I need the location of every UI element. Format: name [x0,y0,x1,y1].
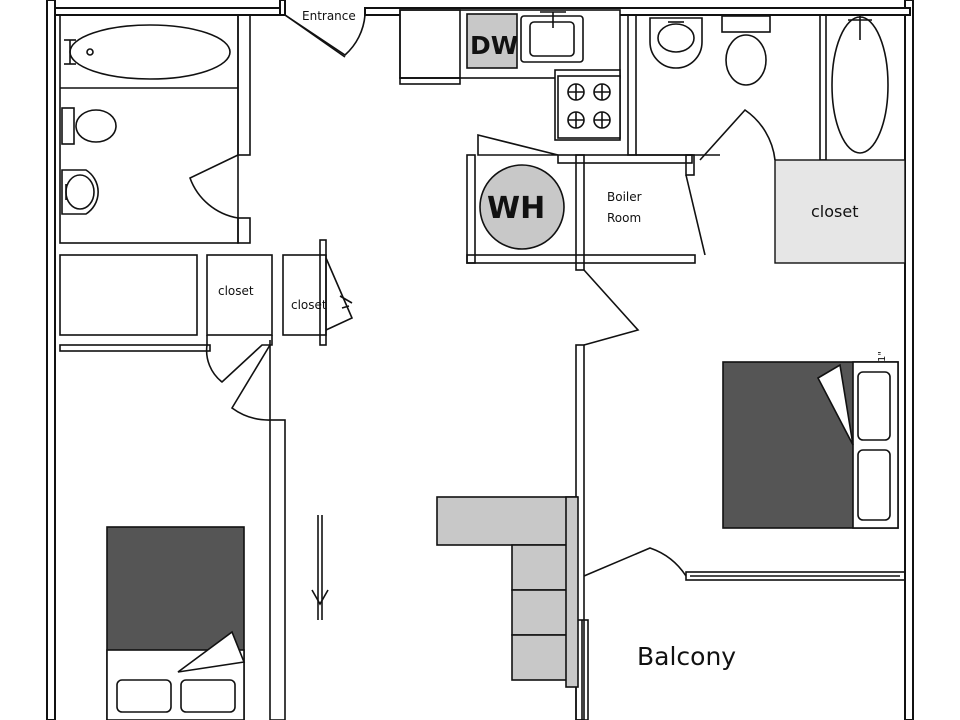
dishwasher [466,13,518,69]
entrance-door[interactable] [284,14,366,58]
left-bathroom-door[interactable] [189,154,239,219]
stove [557,75,621,139]
right-bathroom-door[interactable] [699,108,776,161]
left-bathroom [59,14,251,244]
boiler-room-label-2: Room [607,211,641,225]
outer-walls [46,0,914,720]
right-toilet [721,15,771,86]
closet-left-a-label: closet [218,284,254,298]
water-heater [479,164,565,250]
boiler-room-door[interactable] [685,174,706,256]
dishwasher-label: DW [470,31,518,60]
sectional-sofa [436,496,579,688]
water-heater-label: WH [487,191,545,226]
left-bedroom-door[interactable] [230,344,271,421]
right-sink [649,17,703,69]
kitchen-sink [520,11,584,63]
left-bathtub [64,24,231,80]
dimension-note: 1" [877,351,888,362]
closet-right [774,159,906,264]
linen-closet [59,254,198,336]
boiler-room-label-1: Boiler [607,190,642,204]
right-bathtub [831,15,889,154]
left-bed [106,526,246,720]
entrance-label: Entrance [302,9,356,23]
water-heater-door[interactable] [477,133,559,156]
sliding-closet-track [311,515,329,620]
right-bedroom-door[interactable] [583,269,640,346]
left-bedroom-walls [59,340,286,720]
closet-left-b-label: closet [291,298,327,312]
balcony-label: Balcony [637,642,736,671]
closet-right-label: closet [811,202,858,221]
balcony-wall [685,571,906,581]
closet-left-b [282,239,354,346]
left-toilet [61,107,117,145]
right-bed [722,361,899,529]
left-sink [61,169,99,215]
balcony-bedroom-door[interactable] [583,547,687,577]
closet-left-a [205,254,273,384]
